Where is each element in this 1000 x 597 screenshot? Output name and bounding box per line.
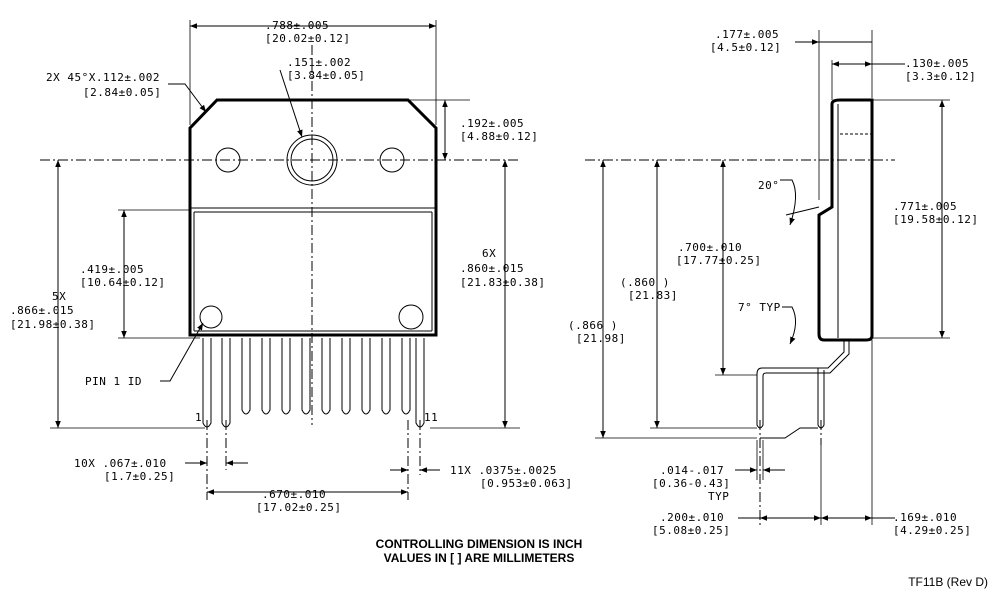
dim-ref-height: (.860 )	[620, 276, 670, 289]
dim-lead-thickness: .014-.017	[660, 464, 724, 477]
dim-lead-thickness-mm: [0.36-0.43]	[652, 477, 730, 490]
side-view	[585, 30, 950, 525]
pin1-id-label: PIN 1 ID	[85, 375, 142, 388]
pin-1-number: 1	[195, 411, 202, 424]
dim-hole-center: .192±.005	[460, 117, 524, 130]
dim-lead-width: 10X .067±.010	[74, 457, 167, 470]
dim-body-h: .860±.015	[460, 262, 524, 275]
dim-tab-h-mm: [10.64±0.12]	[80, 276, 165, 289]
dim-hole-center-mm: [4.88±0.12]	[460, 130, 538, 143]
pin-11-number: 11	[424, 411, 438, 424]
dim-width: .788±.005	[265, 19, 329, 32]
dim-lead-span: .670±.010	[262, 488, 326, 501]
dim-lead-offset-mm: [5.08±0.25]	[652, 524, 730, 537]
dim-ref-height-mm: [21.83]	[628, 289, 678, 302]
dim-body-h-count: 6X	[482, 247, 496, 260]
dim-width-mm: [20.02±0.12]	[265, 32, 350, 45]
package-body-outline	[188, 98, 438, 337]
front-view-labels: .788±.005 [20.02±0.12] 2X 45°X.112±.002 …	[10, 19, 573, 514]
dim-thickness: .177±.005	[715, 28, 779, 41]
dim-body-h-mm: [21.83±0.38]	[460, 276, 545, 289]
dim-height: .771±.005	[893, 200, 957, 213]
front-view	[40, 20, 520, 500]
angle-typ: 7° TYP	[738, 301, 781, 314]
dim-thickness-mm: [4.5±0.12]	[710, 41, 781, 54]
side-lead	[756, 340, 850, 429]
dim-lead-span-mm: [17.02±0.25]	[256, 501, 341, 514]
note-controlling-dimension: CONTROLLING DIMENSION IS INCH	[376, 537, 583, 551]
dim-hole-dia-mm: [3.84±0.05]	[287, 69, 365, 82]
dim-overall-count: 5X	[52, 290, 66, 303]
dim-tab-thickness-mm: [3.3±0.12]	[905, 70, 976, 83]
dim-overall-ref-mm: [21.98]	[576, 332, 626, 345]
dim-lead-pitch: 11X .0375±.0025	[450, 464, 557, 477]
dim-height-mm: [19.58±0.12]	[893, 213, 978, 226]
dim-lead-height: .700±.010	[678, 241, 742, 254]
dim-overall-mm: [21.98±0.38]	[10, 318, 95, 331]
note-millimeters: VALUES IN [ ] ARE MILLIMETERS	[384, 551, 575, 565]
side-body-outline	[817, 98, 874, 342]
dim-lead-offset: .200±.010	[660, 511, 724, 524]
revision-label: TF11B (Rev D)	[908, 575, 988, 589]
angle-top: 20°	[758, 179, 779, 192]
dim-tab-h: .419±.005	[80, 263, 144, 276]
dim-tab-thickness: .130±.005	[905, 57, 969, 70]
dim-right-offset-mm: [4.29±0.25]	[893, 524, 971, 537]
dim-lead-width-mm: [1.7±0.25]	[104, 470, 175, 483]
dim-chamfer: 2X 45°X.112±.002	[46, 71, 160, 84]
dim-overall: .866±.015	[10, 304, 74, 317]
drawing-notes: CONTROLLING DIMENSION IS INCH VALUES IN …	[376, 537, 988, 589]
side-view-labels: .177±.005 [4.5±0.12] .130±.005 [3.3±0.12…	[568, 28, 978, 537]
dim-hole-dia: .151±.002	[287, 56, 351, 69]
dim-chamfer-mm: [2.84±0.05]	[83, 86, 161, 99]
dim-lead-height-mm: [17.77±0.25]	[676, 254, 761, 267]
dim-lead-pitch-mm: [0.953±0.063]	[480, 477, 573, 490]
dim-lead-thickness-typ: TYP	[708, 490, 729, 503]
pin1-indicator	[199, 305, 223, 329]
leads	[202, 338, 425, 428]
ejector-mark	[398, 304, 424, 330]
dim-right-offset: .169±.010	[893, 511, 957, 524]
dim-overall-ref: (.866 )	[568, 319, 618, 332]
